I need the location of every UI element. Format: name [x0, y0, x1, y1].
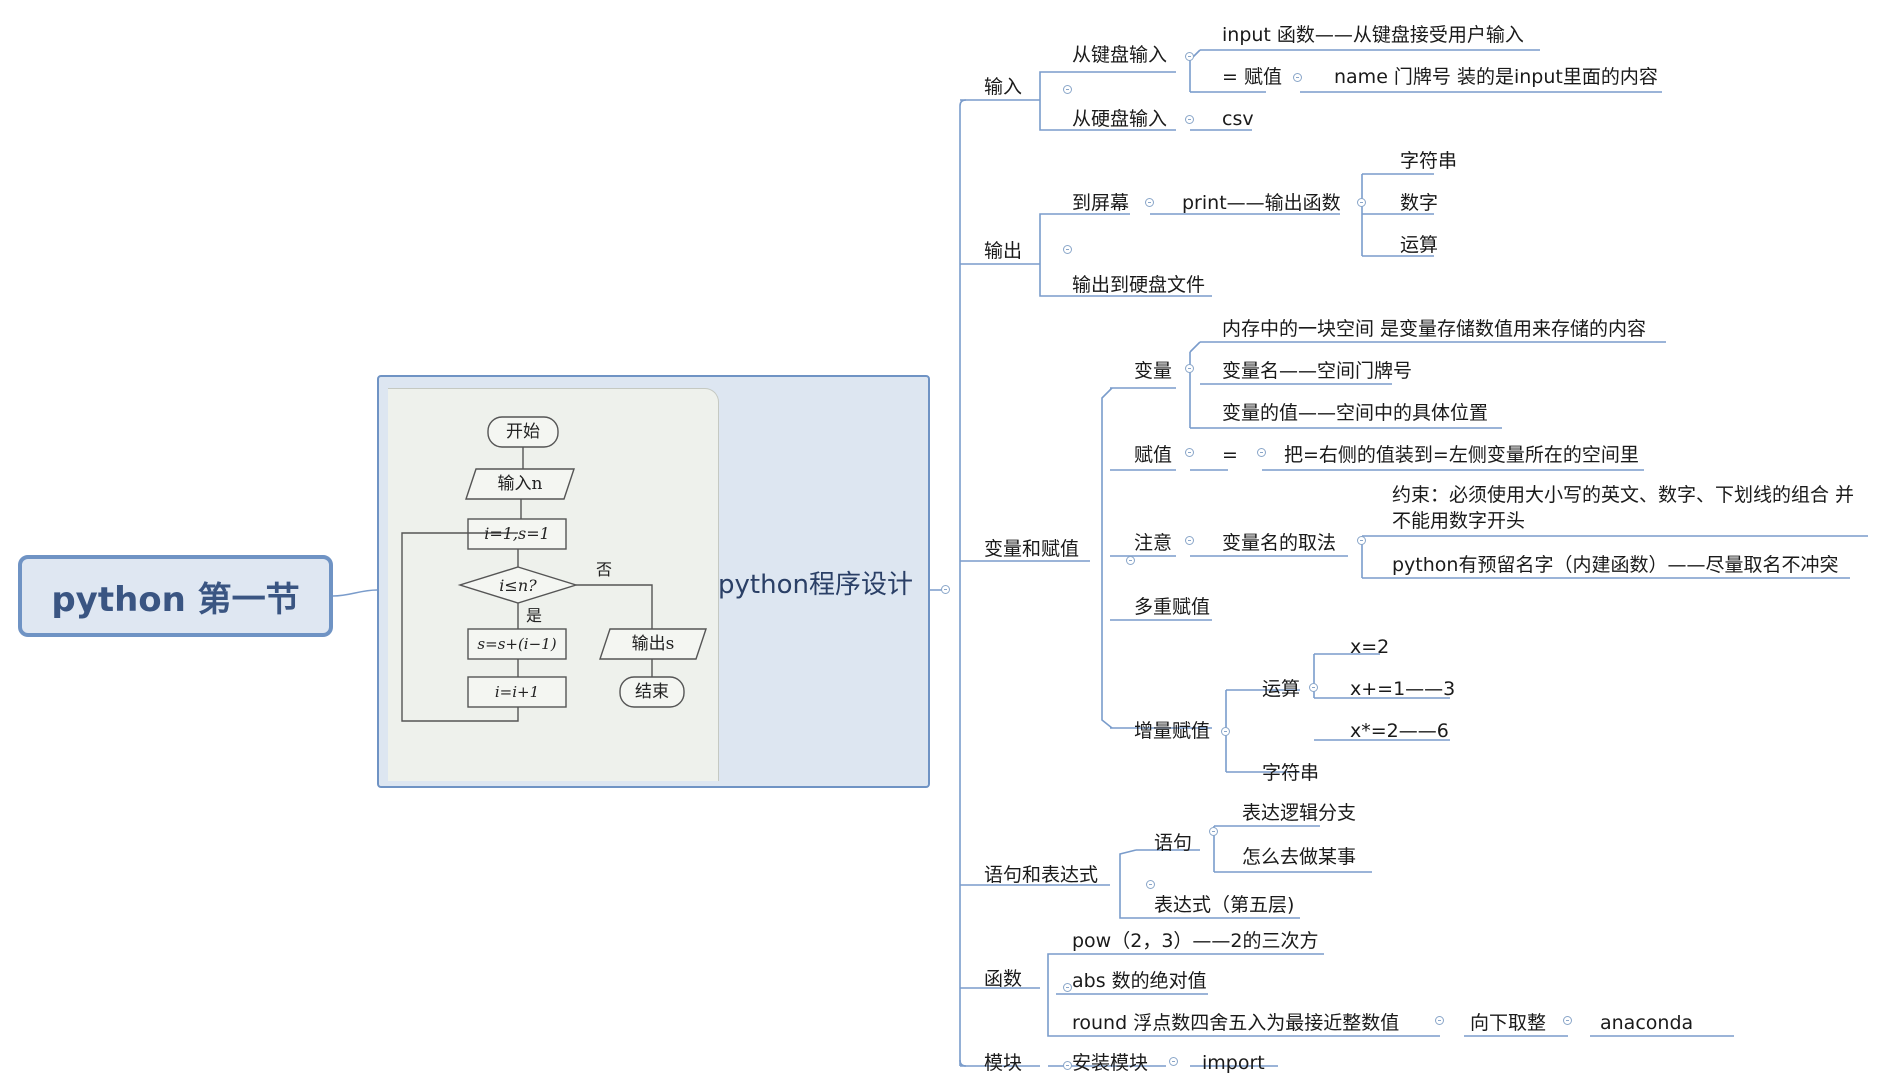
collapse-toggle-keyboard[interactable]	[1185, 52, 1194, 61]
topic-import[interactable]: import	[1202, 1052, 1265, 1074]
collapse-toggle-functions[interactable]	[1063, 983, 1072, 992]
flow-end: 结束	[635, 682, 669, 702]
topic-output-disk[interactable]: 输出到硬盘文件	[1072, 274, 1206, 296]
topic-csv[interactable]: csv	[1222, 108, 1254, 130]
topic-variable-item[interactable]: 内存中的一块空间 是变量存储数值用来存储的内容	[1222, 318, 1647, 340]
collapse-toggle-floor[interactable]	[1563, 1016, 1572, 1025]
root-topic[interactable]: python 第一节	[18, 555, 333, 637]
topic-naming-rule-line2: 不能用数字开头	[1392, 510, 1526, 532]
collapse-toggle-variable[interactable]	[1185, 364, 1194, 373]
flowchart-image: 开始 输入n i=1,s=1 i≤n? 否 是 s=s+(i−1) i=i+1 …	[388, 388, 719, 781]
flowchart-drawing: 开始 输入n i=1,s=1 i≤n? 否 是 s=s+(i−1) i=i+1 …	[401, 416, 707, 722]
collapse-toggle-screen[interactable]	[1145, 198, 1154, 207]
topic-abs[interactable]: abs 数的绝对值	[1072, 970, 1207, 992]
topic-disk-input[interactable]: 从硬盘输入	[1072, 108, 1168, 130]
topic-pow[interactable]: pow（2，3）——2的三次方	[1072, 930, 1319, 952]
topic-increment[interactable]: 增量赋值	[1134, 720, 1211, 742]
topic-ops[interactable]: 运算	[1262, 678, 1301, 700]
flow-output: 输出s	[632, 634, 675, 654]
topic-variable-item[interactable]: 变量的值——空间中的具体位置	[1222, 402, 1489, 424]
topic-naming-rule-line1[interactable]: 约束：必须使用大小写的英文、数字、下划线的组合 并	[1392, 484, 1855, 506]
topic-assign-equal[interactable]: =	[1222, 444, 1238, 466]
topic-output-item[interactable]: 字符串	[1400, 150, 1458, 172]
topic-naming[interactable]: 变量名的取法	[1222, 532, 1337, 554]
topic-expression[interactable]: 表达式（第五层)	[1154, 894, 1295, 916]
topic-install-module[interactable]: 安装模块	[1072, 1052, 1149, 1074]
flow-update-s: s=s+(i−1)	[477, 635, 556, 653]
topic-output[interactable]: 输出	[984, 240, 1023, 262]
topic-output-item[interactable]: 数字	[1400, 192, 1439, 214]
flow-start: 开始	[506, 422, 540, 442]
topic-modules[interactable]: 模块	[984, 1052, 1023, 1074]
root-topic-label: python 第一节	[51, 579, 300, 620]
flow-update-i: i=i+1	[495, 683, 539, 701]
main-topic-label: python程序设计	[718, 570, 913, 600]
topic-anaconda[interactable]: anaconda	[1600, 1012, 1694, 1034]
topic-print[interactable]: print——输出函数	[1182, 192, 1341, 214]
topic-variable[interactable]: 变量	[1134, 360, 1173, 382]
collapse-toggle-statements[interactable]	[1146, 880, 1155, 889]
collapse-toggle-increment[interactable]	[1221, 727, 1230, 736]
topic-op-item[interactable]: x+=1——3	[1350, 678, 1456, 700]
collapse-toggle-main[interactable]	[941, 585, 950, 594]
flow-init: i=1,s=1	[484, 524, 550, 543]
topic-input-function[interactable]: input 函数——从键盘接受用户输入	[1222, 24, 1524, 46]
collapse-toggle-assign[interactable]	[1185, 448, 1194, 457]
collapse-toggle-ops[interactable]	[1309, 683, 1318, 692]
collapse-toggle-print[interactable]	[1357, 198, 1366, 207]
collapse-toggle-install[interactable]	[1169, 1057, 1178, 1066]
collapse-toggle-disk-input[interactable]	[1185, 115, 1194, 124]
topic-statement[interactable]: 语句	[1154, 832, 1193, 854]
collapse-toggle-variables[interactable]	[1126, 556, 1135, 565]
topic-functions[interactable]: 函数	[984, 968, 1023, 990]
collapse-toggle-statement[interactable]	[1209, 827, 1218, 836]
topic-increment-string[interactable]: 字符串	[1262, 762, 1320, 784]
topic-reserved-names[interactable]: python有预留名字（内建函数）——尽量取名不冲突	[1392, 554, 1839, 576]
topic-statement-item[interactable]: 表达逻辑分支	[1242, 802, 1357, 824]
collapse-toggle-note[interactable]	[1185, 536, 1194, 545]
topic-note[interactable]: 注意	[1134, 532, 1173, 554]
topic-output-item[interactable]: 运算	[1400, 234, 1439, 256]
topic-variable-item[interactable]: 变量名——空间门牌号	[1222, 360, 1413, 382]
flow-condition: i≤n?	[499, 576, 537, 595]
collapse-toggle-modules[interactable]	[1063, 1061, 1072, 1070]
flow-yes: 是	[526, 606, 542, 625]
collapse-toggle-output[interactable]	[1063, 245, 1072, 254]
topic-round[interactable]: round 浮点数四舍五入为最接近整数值	[1072, 1012, 1400, 1034]
collapse-toggle-input[interactable]	[1063, 85, 1072, 94]
topic-assign-eq[interactable]: = 赋值	[1222, 66, 1282, 88]
topic-statements[interactable]: 语句和表达式	[984, 864, 1099, 886]
collapse-toggle-eq[interactable]	[1257, 448, 1266, 457]
collapse-toggle-assign-input[interactable]	[1293, 73, 1302, 82]
topic-to-screen[interactable]: 到屏幕	[1072, 192, 1130, 214]
topic-statement-item[interactable]: 怎么去做某事	[1242, 846, 1357, 868]
collapse-toggle-round[interactable]	[1435, 1016, 1444, 1025]
topic-variables[interactable]: 变量和赋值	[984, 538, 1080, 560]
topic-floor[interactable]: 向下取整	[1470, 1012, 1547, 1034]
topic-input[interactable]: 输入	[984, 76, 1023, 98]
topic-assign[interactable]: 赋值	[1134, 444, 1173, 466]
flow-input: 输入n	[498, 474, 543, 494]
topic-keyboard-input[interactable]: 从键盘输入	[1072, 44, 1168, 66]
topic-assign-desc[interactable]: 把=右侧的值装到=左侧变量所在的空间里	[1284, 444, 1639, 466]
topic-multi-assign[interactable]: 多重赋值	[1134, 596, 1211, 618]
topic-op-item[interactable]: x=2	[1350, 636, 1390, 658]
flow-no: 否	[596, 560, 612, 579]
topic-op-item[interactable]: x*=2——6	[1350, 720, 1449, 742]
topic-name-note[interactable]: name 门牌号 装的是input里面的内容	[1334, 66, 1658, 88]
collapse-toggle-naming[interactable]	[1357, 536, 1366, 545]
